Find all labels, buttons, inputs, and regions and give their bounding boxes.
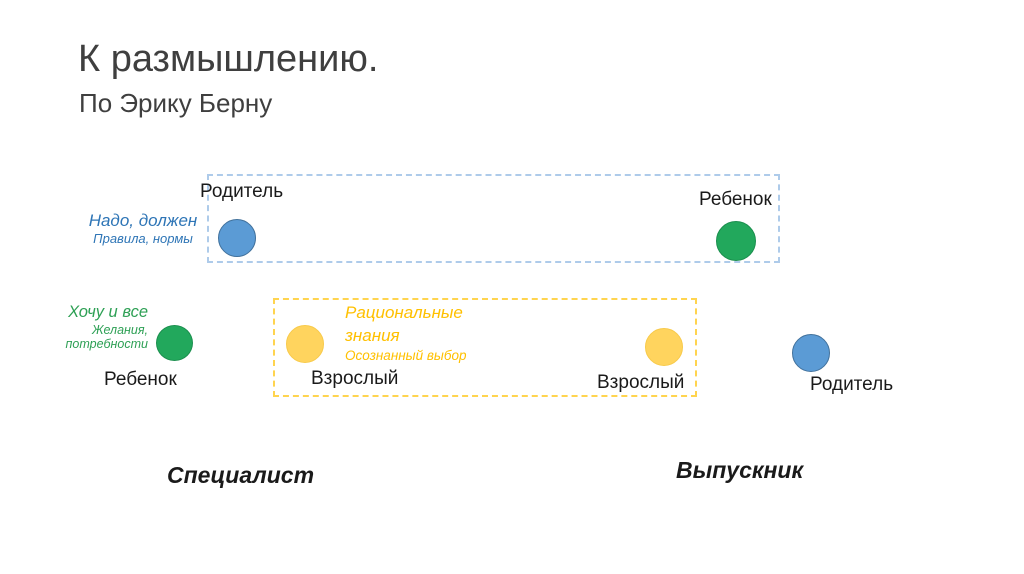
parent-ego-note: Надо, должен Правила, нормы [83,211,203,247]
graduate-parent-label: Родитель [810,374,894,395]
slide-subtitle: По Эрику Берну [79,88,273,118]
parent-child-frame [207,174,780,263]
graduate-parent-circle [792,334,830,372]
specialist-adult-circle [286,325,324,363]
child-note-line2: Желания, [92,323,148,337]
adult-note-line3: Осознанный выбор [345,348,467,363]
slide-title: К размышлению. [78,38,379,80]
adult-note-line2: знания [345,326,400,345]
graduate-role-label: Выпускник [676,457,804,483]
graduate-adult-label: Взрослый [597,372,685,393]
graduate-child-circle [716,221,756,261]
adult-ego-note: Рациональные знания Осознанный выбор [345,301,525,364]
adult-adult-frame [273,298,697,397]
child-ego-note: Хочу и все Желания, потребности [38,301,148,351]
adult-note-line1: Рациональные [345,303,463,322]
parent-note-line1: Надо, должен [88,211,198,230]
graduate-adult-circle [645,328,683,366]
specialist-parent-label: Родитель [200,181,284,202]
specialist-parent-circle [218,219,256,257]
child-note-line3: потребности [65,337,148,351]
child-note-line1: Хочу и все [68,303,148,321]
specialist-child-label: Ребенок [104,369,177,390]
specialist-role-label: Специалист [167,462,315,488]
graduate-child-label: Ребенок [699,189,772,210]
specialist-adult-label: Взрослый [311,368,399,389]
parent-note-line2: Правила, нормы [93,231,193,246]
specialist-child-circle [156,325,193,361]
